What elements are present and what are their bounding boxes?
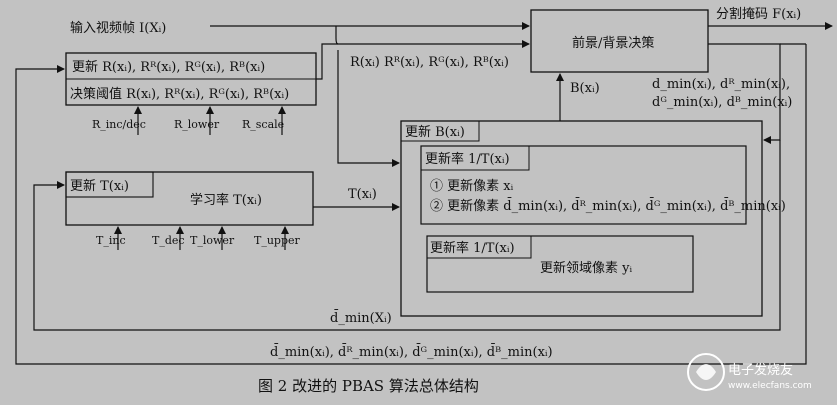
r-signal-arrow [316, 40, 530, 80]
update-rate-box-1 [420, 145, 747, 225]
update-t-subbox [65, 171, 154, 198]
update-pixel-1-label: ① 更新像素 xᵢ [430, 178, 514, 194]
input-to-b-line [337, 50, 400, 167]
dmin-signal-label-2: dᴳ_min(xᵢ), dᴮ_min(xᵢ) [652, 95, 792, 110]
input-frame-label: 输入视频帧 I(Xᵢ) [70, 20, 166, 36]
feedback-dmin-rgb-label: d̄_min(xᵢ), d̄ᴿ_min(xᵢ), d̄ᴳ_min(xᵢ), d̄… [270, 343, 553, 360]
decision-box [530, 9, 709, 73]
param-r-inc-dec-label: R_inc/dec [92, 118, 146, 131]
param-t-inc-label: T_inc [96, 234, 126, 247]
decision-box-label: 前景/背景决策 [572, 35, 654, 51]
param-r-scale-label: R_scale [242, 118, 284, 131]
update-rate-box-2 [426, 235, 694, 293]
output-mask-label: 分割掩码 F(xᵢ) [716, 6, 801, 22]
update-neighbor-label: 更新领域像素 yᵢ [540, 260, 632, 276]
update-rate-label-box-2 [426, 235, 532, 259]
feedback-dmin-rgb-line [15, 44, 807, 365]
feedback-dmin-label: d̄_min(Xᵢ) [330, 309, 392, 326]
watermark-logo: 电子发烧友 www.elecfans.com [687, 353, 812, 391]
update-b-label-box [400, 120, 480, 142]
update-t-label: 更新 T(xᵢ) [70, 178, 129, 194]
param-t-dec-label: T_dec [152, 234, 185, 247]
threshold-update-label: 更新 R(xᵢ), Rᴿ(xᵢ), Rᴳ(xᵢ), Rᴮ(xᵢ) [72, 59, 265, 75]
param-t-upper-label: T_upper [254, 234, 301, 247]
update-pixel-2-label: ② 更新像素 d̄_min(xᵢ), d̄ᴿ_min(xᵢ), d̄ᴳ_min(… [430, 197, 786, 214]
param-t-lower-label: T_lower [190, 234, 235, 247]
watermark-text: 电子发烧友 [728, 362, 793, 378]
threshold-decision-label: 决策阈值 R(xᵢ), Rᴿ(xᵢ), Rᴳ(xᵢ), Rᴮ(xᵢ) [70, 86, 289, 102]
update-b-box [400, 120, 763, 317]
watermark-icon-swirl [696, 364, 716, 380]
b-signal-label: B(xᵢ) [570, 81, 600, 96]
update-rate-label-2: 更新率 1/T(xᵢ) [430, 240, 515, 256]
feedback-dmin-line [33, 140, 781, 331]
watermark-sub: www.elecfans.com [728, 381, 812, 391]
watermark-icon [687, 353, 725, 391]
t-signal-label: T(xᵢ) [348, 187, 377, 202]
learning-rate-box [65, 171, 314, 226]
update-rate-label-1: 更新率 1/T(xᵢ) [425, 151, 510, 167]
dmin-arrow [708, 43, 781, 144]
update-b-label: 更新 B(xᵢ) [405, 124, 465, 140]
update-rate-label-box-1 [420, 145, 530, 171]
input-to-b-branch [335, 26, 339, 45]
learning-rate-label: 学习率 T(xᵢ) [190, 192, 262, 208]
r-signal-label: R(xᵢ) Rᴿ(xᵢ), Rᴳ(xᵢ), Rᴮ(xᵢ) [350, 55, 509, 70]
param-r-lower-label: R_lower [174, 118, 220, 131]
figure-caption: 图 2 改进的 PBAS 算法总体结构 [258, 377, 479, 395]
dmin-signal-label-1: d_min(xᵢ), dᴿ_min(xᵢ), [652, 77, 790, 92]
